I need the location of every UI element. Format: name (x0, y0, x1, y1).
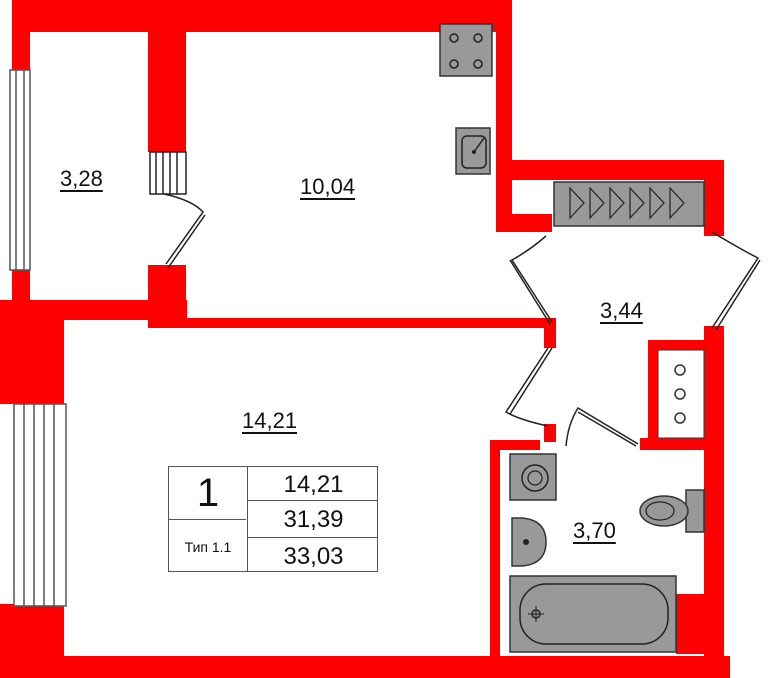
balcony-door (149, 151, 206, 269)
area-summary-table: 1 Тип 1.1 14,21 31,39 33,03 (168, 466, 378, 572)
stove-icon (439, 23, 493, 77)
balcony-area-label: 3,28 (60, 166, 103, 191)
bathtub-icon (509, 575, 677, 653)
total-area-with-balcony-value: 33,03 (283, 543, 344, 570)
rooms-count: 1 (196, 471, 220, 515)
bathroom-area-label: 3,70 (573, 518, 616, 543)
wardrobe-icon (553, 181, 705, 227)
apartment-type: Тип 1.1 (184, 539, 232, 555)
kitchen-area-label: 10,04 (300, 174, 356, 199)
washing-machine-icon (509, 453, 557, 501)
living-room-area-label: 14,21 (242, 408, 298, 433)
ventilation-shaft-icon (657, 349, 705, 439)
windows (9, 69, 67, 607)
hallway-area-label: 3,44 (600, 298, 643, 323)
washbasin-icon (511, 517, 547, 567)
balcony-window (9, 69, 31, 271)
hallway-doors (504, 231, 761, 447)
living-window (13, 403, 67, 607)
toilet-icon (639, 489, 705, 533)
living-area-value: 14,21 (283, 471, 344, 498)
walls (0, 0, 730, 678)
total-area-value: 31,39 (283, 506, 344, 533)
kitchen-sink-icon (455, 127, 491, 175)
